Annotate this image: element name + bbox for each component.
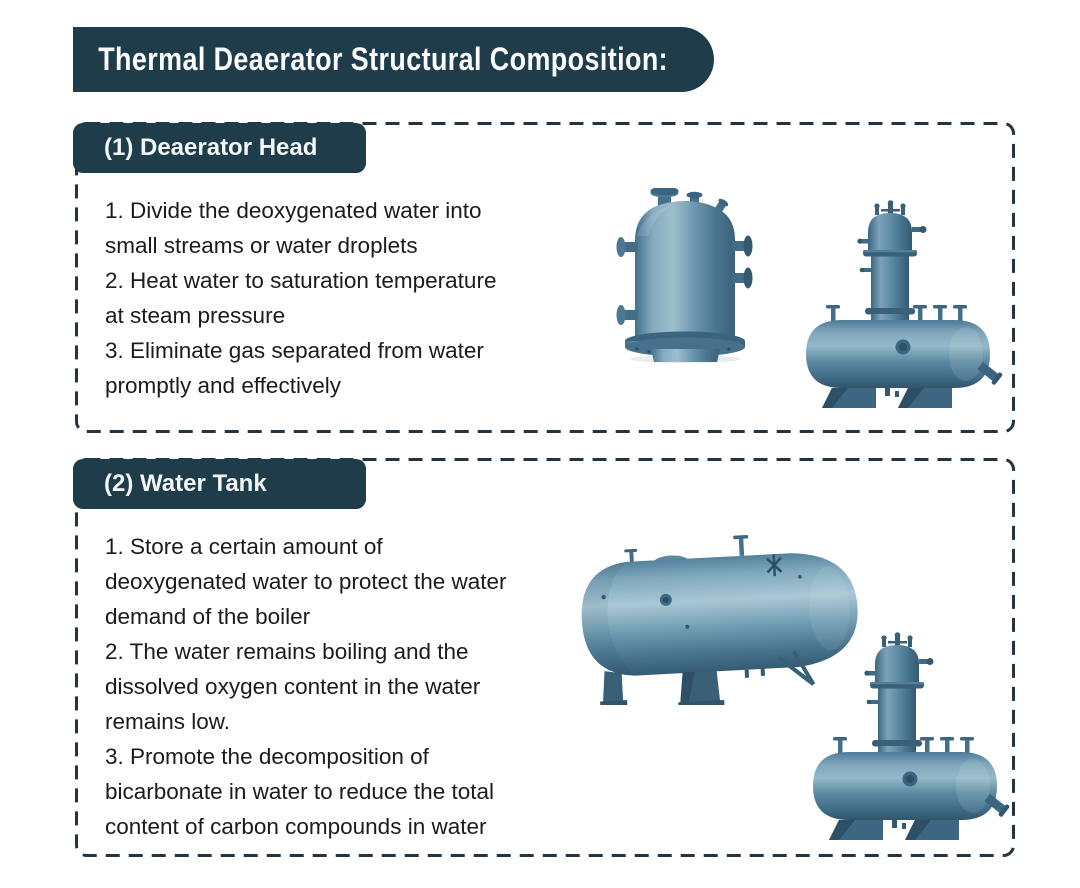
text-line: small streams or water droplets bbox=[105, 233, 418, 258]
text-line: at steam pressure bbox=[105, 303, 286, 328]
section-2-label: (2) Water Tank bbox=[104, 470, 267, 497]
dashed-border bbox=[75, 458, 1015, 857]
horizontal-water-tank-image bbox=[581, 535, 858, 705]
section-2-label-badge: (2) Water Tank bbox=[73, 459, 366, 509]
text-line: 3. Promote the decomposition of bbox=[105, 744, 429, 769]
section-1-text: 1. Divide the deoxygenated water into sm… bbox=[105, 193, 496, 403]
section-2-text: 1. Store a certain amount of deoxygenate… bbox=[105, 529, 507, 844]
text-line: promptly and effectively bbox=[105, 373, 341, 398]
page-title-banner: Thermal Deaerator Structural Composition… bbox=[73, 27, 714, 92]
text-line: 2. Heat water to saturation temperature bbox=[105, 268, 497, 293]
deaerator-head-on-water-tank-image bbox=[813, 632, 1010, 840]
text-line: remains low. bbox=[105, 709, 231, 734]
section-1-label: (1) Deaerator Head bbox=[104, 134, 318, 161]
text-line: bicarbonate in water to reduce the total bbox=[105, 779, 494, 804]
text-line: 2. The water remains boiling and the bbox=[105, 639, 469, 664]
text-line: 1. Divide the deoxygenated water into bbox=[105, 198, 482, 223]
text-line: deoxygenated water to protect the water bbox=[105, 569, 507, 594]
section-deaerator-head: (1) Deaerator Head 1. Divide the deoxyge… bbox=[73, 122, 1015, 433]
text-line: dissolved oxygen content in the water bbox=[105, 674, 481, 699]
deaerator-head-on-water-tank-image bbox=[806, 200, 1003, 408]
section-water-tank: (2) Water Tank 1. Store a certain amount… bbox=[73, 458, 1015, 857]
dashed-border bbox=[75, 122, 1015, 433]
vertical-deaerator-head-tank-image bbox=[616, 188, 753, 363]
text-line: content of carbon compounds in water bbox=[105, 814, 487, 839]
text-line: demand of the boiler bbox=[105, 604, 311, 629]
text-line: 1. Store a certain amount of bbox=[105, 534, 383, 559]
text-line: 3. Eliminate gas separated from water bbox=[105, 338, 484, 363]
section-1-label-badge: (1) Deaerator Head bbox=[73, 123, 366, 173]
page-title: Thermal Deaerator Structural Composition… bbox=[98, 41, 669, 77]
